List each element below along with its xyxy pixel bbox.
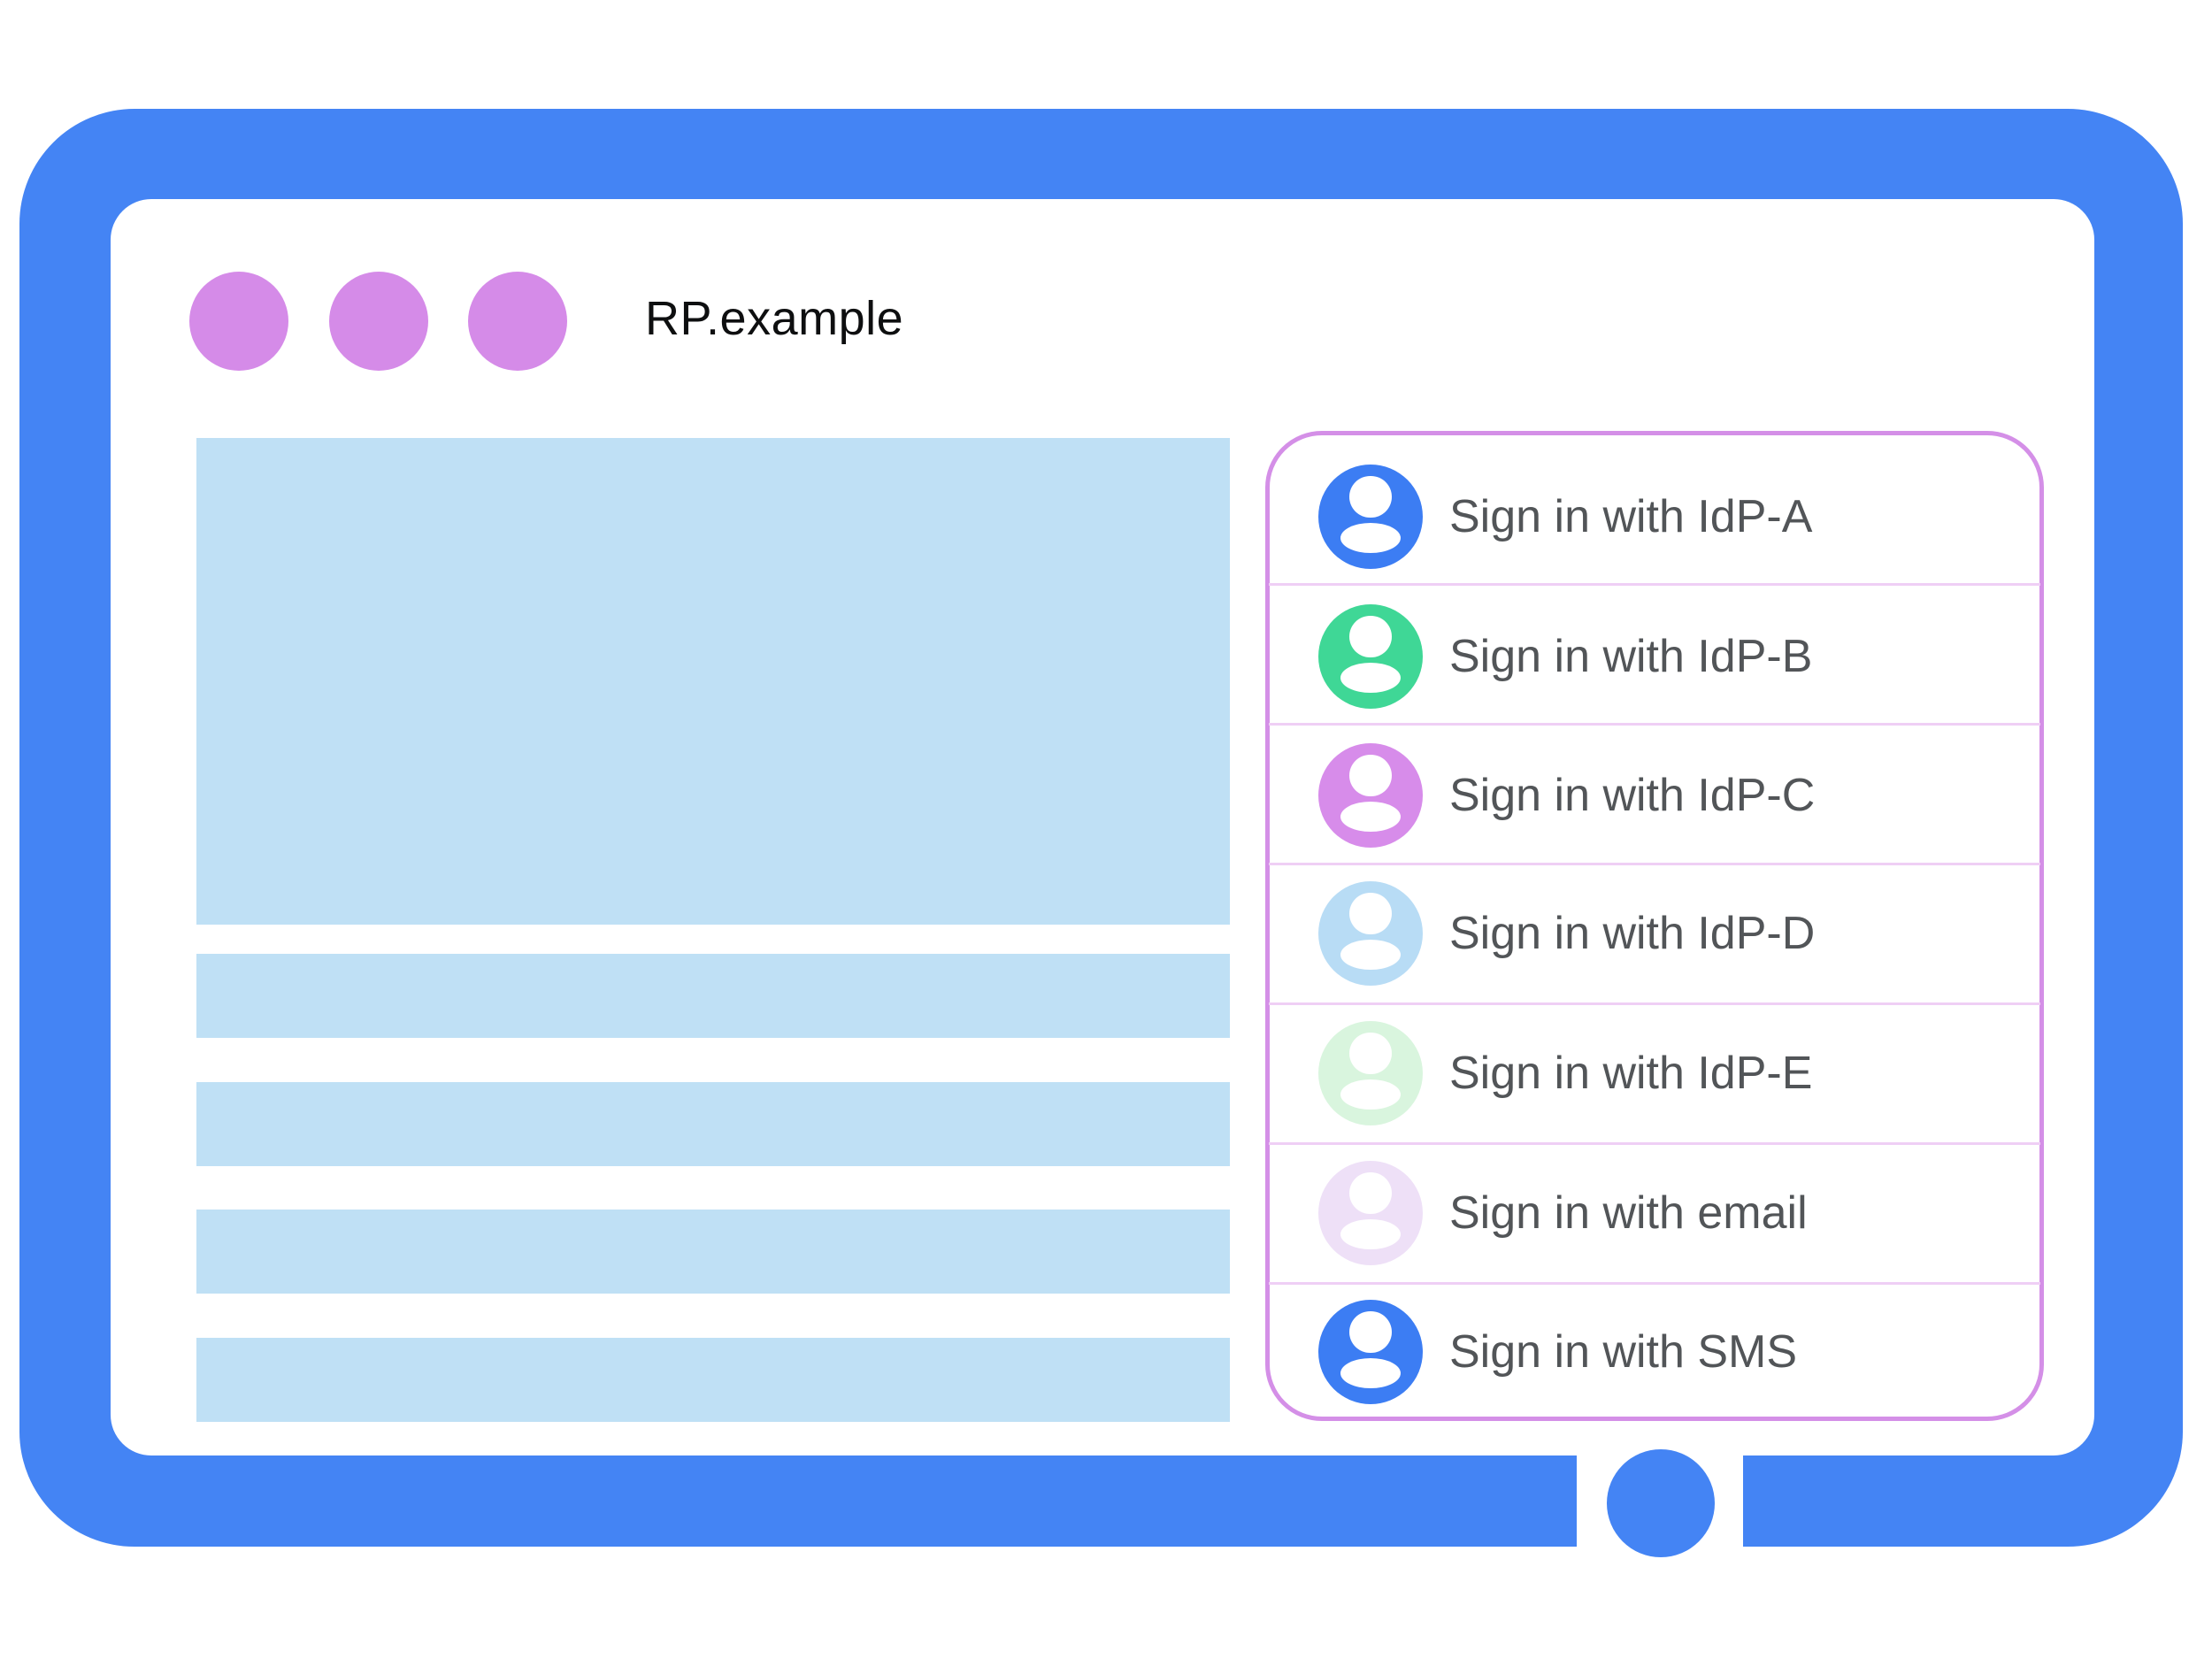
dialog-separator — [1269, 1002, 2040, 1005]
content-placeholder-line — [196, 954, 1230, 1038]
signin-option-label: Sign in with IdP-A — [1449, 491, 1813, 542]
window-dot-icon — [468, 272, 567, 371]
content-placeholder-line — [196, 1210, 1230, 1294]
dialog-separator — [1269, 723, 2040, 726]
bottom-bar-left-cap — [1502, 1455, 1577, 1547]
dialog-separator — [1269, 863, 2040, 865]
signin-option-idp-c[interactable]: Sign in with IdP-C — [1292, 729, 2021, 862]
signin-option-email[interactable]: Sign in with email — [1292, 1147, 2021, 1279]
content-placeholder-line — [196, 1082, 1230, 1166]
person-icon — [1318, 1021, 1423, 1125]
bottom-bar-right-cap — [1743, 1455, 1819, 1547]
signin-option-label: Sign in with email — [1449, 1187, 1808, 1239]
signin-option-label: Sign in with IdP-B — [1449, 631, 1813, 682]
person-icon — [1318, 881, 1423, 986]
window-dot-icon — [329, 272, 428, 371]
signin-option-idp-a[interactable]: Sign in with IdP-A — [1292, 450, 2021, 583]
content-placeholder-line — [196, 1338, 1230, 1422]
person-icon — [1318, 1161, 1423, 1265]
person-icon — [1318, 743, 1423, 848]
window-dot-icon — [189, 272, 288, 371]
site-title: RP.example — [645, 292, 904, 345]
signin-option-label: Sign in with IdP-D — [1449, 908, 1816, 959]
signin-option-idp-e[interactable]: Sign in with IdP-E — [1292, 1007, 2021, 1140]
signin-option-label: Sign in with IdP-C — [1449, 770, 1816, 821]
person-icon — [1318, 1300, 1423, 1404]
person-icon — [1318, 465, 1423, 569]
signin-option-idp-b[interactable]: Sign in with IdP-B — [1292, 590, 2021, 723]
dialog-separator — [1269, 583, 2040, 586]
dialog-separator — [1269, 1142, 2040, 1145]
signin-option-sms[interactable]: Sign in with SMS — [1292, 1286, 2021, 1418]
signin-option-idp-d[interactable]: Sign in with IdP-D — [1292, 867, 2021, 1000]
signin-option-label: Sign in with SMS — [1449, 1326, 1798, 1378]
person-icon — [1318, 604, 1423, 709]
home-button — [1607, 1449, 1715, 1557]
content-placeholder-hero — [196, 438, 1230, 925]
dialog-separator — [1269, 1282, 2040, 1285]
signin-option-label: Sign in with IdP-E — [1449, 1048, 1813, 1099]
